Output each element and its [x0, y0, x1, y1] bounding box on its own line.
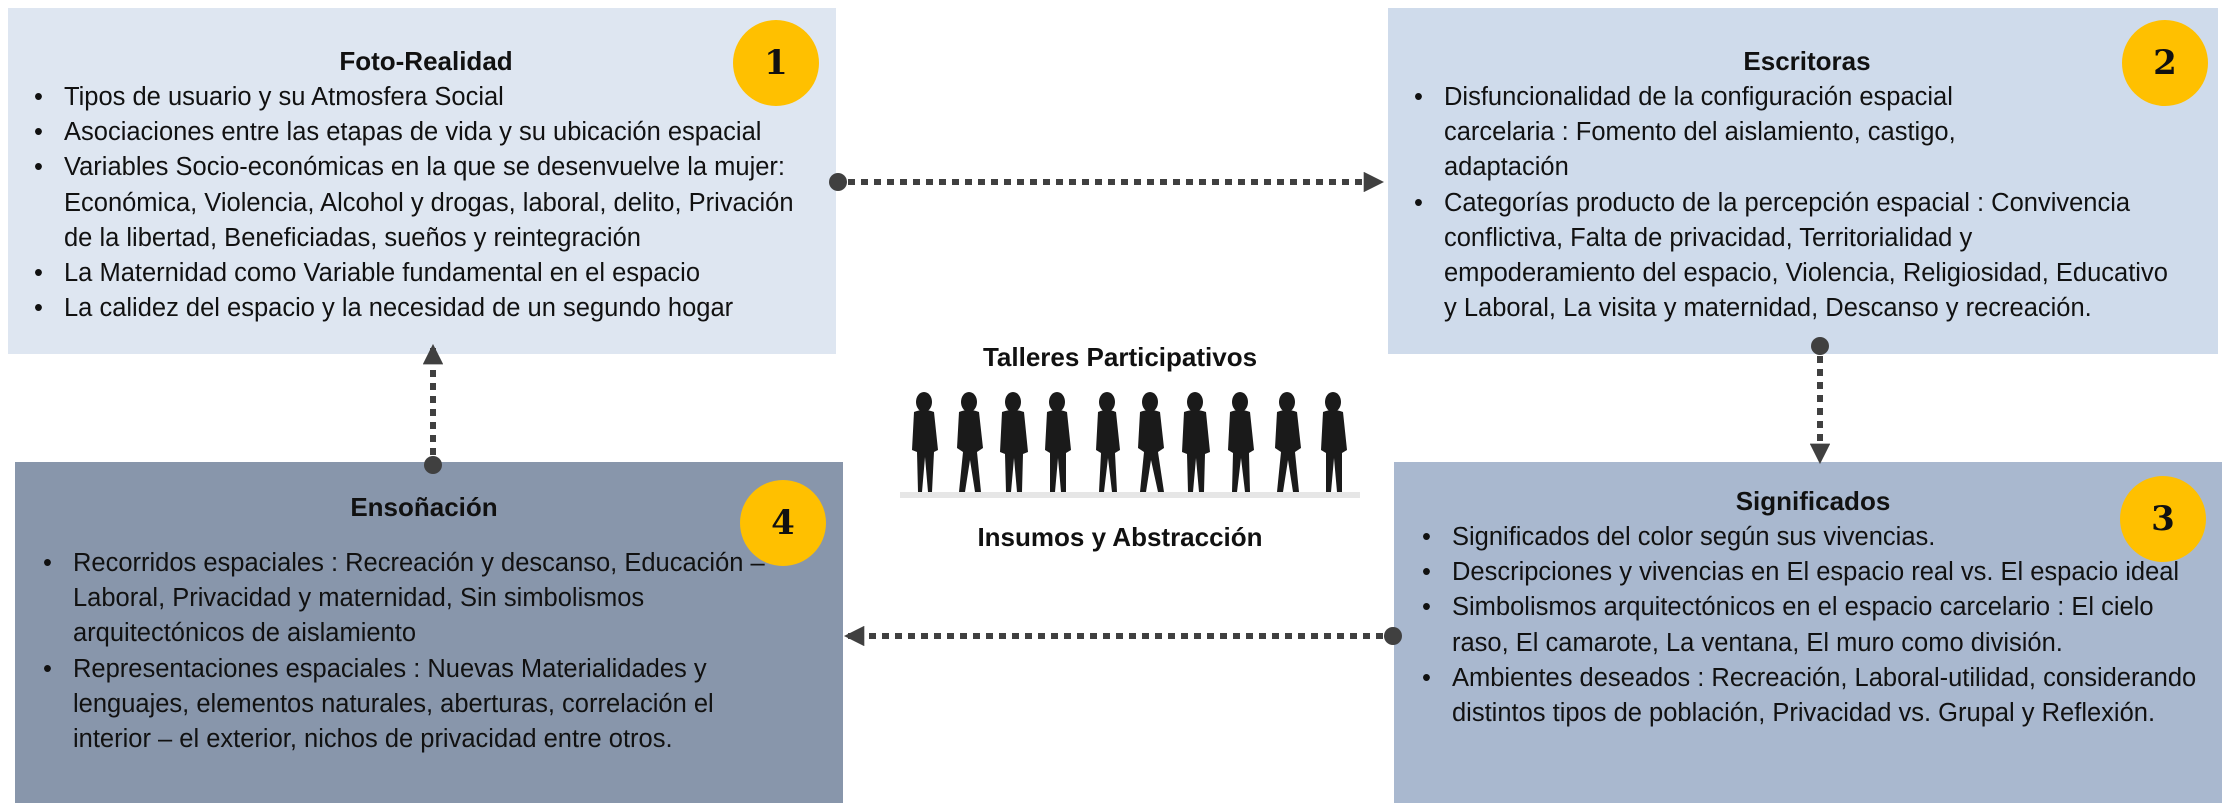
list-item: Asociaciones entre las etapas de vida y …	[26, 115, 826, 150]
list-item: Variables Socio-económicas en la que se …	[26, 150, 826, 256]
list-item: Representaciones espaciales : Nuevas Mat…	[35, 652, 773, 758]
woman-silhouette-4	[1045, 392, 1071, 492]
arrow-3-to-4	[843, 625, 1402, 647]
list-item: Ambientes deseados : Recreación, Laboral…	[1414, 661, 2212, 731]
ensonacion-box: Ensoñación Recorridos espaciales : Recre…	[15, 462, 843, 803]
list-item: La Maternidad como Variable fundamental …	[26, 256, 826, 291]
list-item: Recorridos espaciales : Recreación y des…	[35, 546, 773, 652]
list-item: Significados del color según sus vivenci…	[1414, 520, 2212, 555]
woman-silhouette-7	[1182, 392, 1210, 492]
escritoras-title: Escritoras	[1743, 46, 1871, 76]
participants-silhouettes	[912, 392, 1347, 492]
step-badge-1: 1	[733, 20, 819, 106]
significados-list: Significados del color según sus vivenci…	[1414, 520, 2212, 731]
woman-silhouette-10	[1321, 392, 1347, 492]
foto-realidad-title: Foto-Realidad	[339, 46, 513, 76]
list-item: Categorías producto de la percepción esp…	[1406, 186, 2168, 327]
arrow-1-to-2	[829, 171, 1385, 193]
silhouette-shadow	[900, 492, 1360, 498]
arrow-2-to-3	[1809, 337, 1831, 465]
significados-title: Significados	[1735, 486, 1891, 516]
escritoras-list: Disfuncionalidad de la configuración esp…	[1406, 80, 2208, 326]
list-item: Descripciones y vivencias en El espacio …	[1414, 555, 2212, 590]
woman-silhouette-9	[1275, 392, 1301, 492]
woman-silhouette-1	[912, 392, 938, 492]
escritoras-box: Escritoras Disfuncionalidad de la config…	[1388, 8, 2218, 354]
woman-silhouette-3	[1000, 392, 1028, 492]
foto-realidad-box: Foto-Realidad Tipos de usuario y su Atmo…	[8, 8, 836, 354]
step-badge-2: 2	[2122, 20, 2208, 106]
step-badge-3: 3	[2120, 476, 2206, 562]
arrow-4-to-1	[422, 343, 444, 474]
step-badge-4: 4	[740, 480, 826, 566]
ensonacion-title: Ensoñación	[350, 492, 498, 522]
significados-box: Significados Significados del color segú…	[1394, 462, 2222, 803]
list-item: Disfuncionalidad de la configuración esp…	[1406, 80, 2168, 186]
list-item: La calidez del espacio y la necesidad de…	[26, 291, 826, 326]
ensonacion-list: Recorridos espaciales : Recreación y des…	[35, 546, 833, 757]
woman-silhouette-2	[957, 392, 983, 492]
woman-silhouette-5	[1096, 392, 1120, 492]
woman-silhouette-6	[1138, 392, 1164, 492]
center-subtitle: Insumos y Abstracción	[977, 522, 1263, 552]
list-item: Simbolismos arquitectónicos en el espaci…	[1414, 590, 2212, 660]
woman-silhouette-8	[1228, 392, 1254, 492]
center-title: Talleres Participativos	[982, 342, 1258, 372]
list-item: Tipos de usuario y su Atmosfera Social	[26, 80, 826, 115]
foto-realidad-list: Tipos de usuario y su Atmosfera Social A…	[26, 80, 826, 327]
